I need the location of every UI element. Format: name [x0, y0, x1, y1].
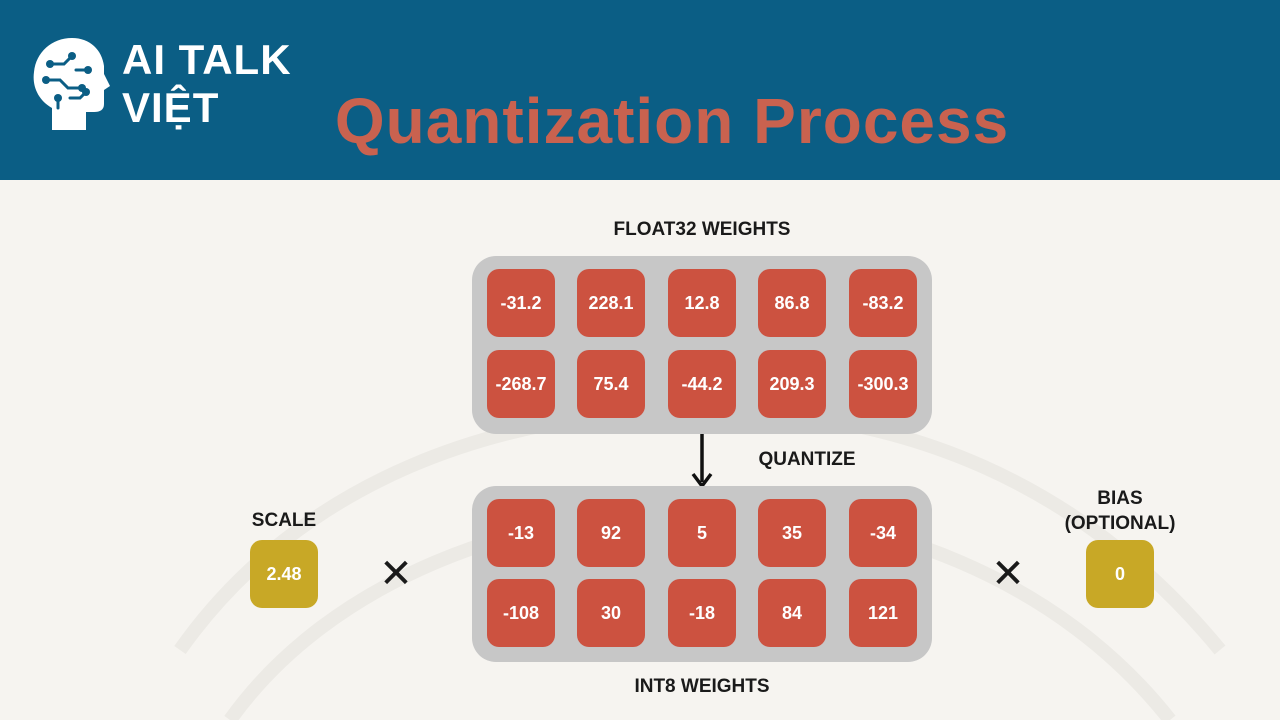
int8-weight-cell: 92: [577, 499, 645, 567]
multiply-icon: ✕: [379, 552, 413, 596]
float32-weight-cell: 12.8: [668, 269, 736, 337]
float32-weights-panel: -31.2 228.1 12.8 86.8 -83.2 -268.7 75.4 …: [472, 256, 932, 434]
bias-label: BIAS (OPTIONAL): [1040, 486, 1200, 536]
int8-weight-cell: 5: [668, 499, 736, 567]
float32-weight-cell: 209.3: [758, 350, 826, 418]
float32-weight-cell: -83.2: [849, 269, 917, 337]
float32-weight-cell: 75.4: [577, 350, 645, 418]
float32-weight-cell: 228.1: [577, 269, 645, 337]
int8-weights-label: INT8 WEIGHTS: [634, 676, 770, 697]
bias-label-line-2: (OPTIONAL): [1064, 513, 1176, 534]
multiply-icon: ✕: [991, 552, 1025, 596]
scale-label: SCALE: [251, 510, 317, 531]
brand-name: AI TALK VIỆT: [122, 36, 292, 132]
int8-weights-panel: -13 92 5 35 -34 -108 30 -18 84 121: [472, 486, 932, 662]
header-bar: AI TALK VIỆT Quantization Process: [0, 0, 1280, 180]
float32-weight-cell: -300.3: [849, 350, 917, 418]
int8-weight-cell: -34: [849, 499, 917, 567]
float32-weight-cell: -44.2: [668, 350, 736, 418]
int8-weight-cell: -13: [487, 499, 555, 567]
bias-label-line-1: BIAS: [1097, 488, 1143, 509]
quantize-label: QUANTIZE: [758, 449, 856, 470]
page-title: Quantization Process: [334, 85, 1010, 157]
float32-weights-label: FLOAT32 WEIGHTS: [613, 219, 791, 240]
float32-weight-cell: 86.8: [758, 269, 826, 337]
brand-line-1: AI TALK: [122, 36, 292, 83]
scale-value-box: 2.48: [250, 540, 318, 608]
int8-weight-cell: 84: [758, 579, 826, 647]
int8-weight-cell: 35: [758, 499, 826, 567]
int8-weight-cell: -18: [668, 579, 736, 647]
float32-weight-cell: -268.7: [487, 350, 555, 418]
bias-value-box: 0: [1086, 540, 1154, 608]
int8-weight-cell: 121: [849, 579, 917, 647]
int8-weight-cell: 30: [577, 579, 645, 647]
brand-line-2: VIỆT: [122, 84, 220, 131]
float32-weight-cell: -31.2: [487, 269, 555, 337]
brain-circuit-icon: [33, 38, 110, 130]
int8-weight-cell: -108: [487, 579, 555, 647]
arrow-down-icon: [691, 434, 713, 488]
